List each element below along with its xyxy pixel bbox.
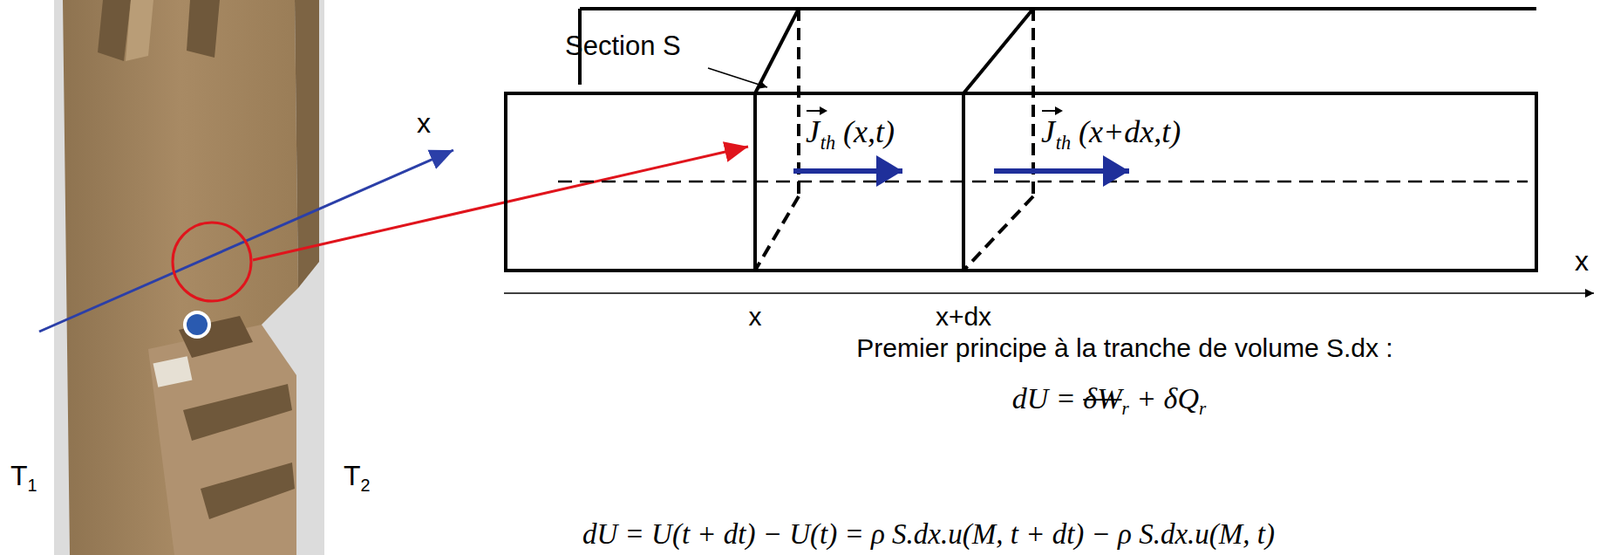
pipe-ring <box>183 310 212 339</box>
photo-background <box>54 0 325 555</box>
axis-arrow <box>503 292 1594 294</box>
zoom-circle <box>172 222 252 301</box>
subscript: 1 <box>27 476 38 496</box>
subscript: r <box>1121 398 1129 419</box>
section-line <box>963 196 1034 271</box>
block-face <box>62 0 299 555</box>
section-line <box>755 196 799 271</box>
text-group: Jth(x,t) <box>805 109 895 150</box>
temperature-label: T <box>343 460 361 491</box>
groove <box>97 0 131 62</box>
flux-symbol: J <box>1041 109 1056 150</box>
axis-label: x <box>416 108 431 139</box>
slab-front <box>505 93 1537 271</box>
position-label: x <box>748 301 763 331</box>
tag <box>153 355 193 388</box>
subscript: 2 <box>360 476 371 496</box>
equation-part: dU = <box>1012 381 1076 415</box>
flux-arrow <box>793 168 903 174</box>
text-group: x <box>416 108 431 139</box>
subscript: th <box>820 132 836 155</box>
flux-symbol: J <box>805 109 820 150</box>
zoom-arrow <box>252 146 749 260</box>
temperature-label: T <box>10 460 28 491</box>
section-label: Section S <box>565 31 681 62</box>
groove <box>200 462 295 519</box>
flux-argument: (x+dx,t) <box>1078 115 1181 150</box>
text-group: T2 <box>343 460 371 491</box>
text-group: dU =δWr+ δQr <box>1012 381 1206 415</box>
text-group: Jth(x+dx,t) <box>1041 109 1181 150</box>
leader-line <box>708 68 768 88</box>
text-group: x+dx <box>935 301 992 331</box>
subscript: r <box>1198 398 1206 419</box>
axis-label: x <box>1574 245 1589 277</box>
section-line <box>796 8 801 197</box>
equation: dU = U(t + dt) − U(t) = ρ S.dx.u(M, t + … <box>582 517 1275 550</box>
section-line <box>755 8 799 94</box>
groove <box>125 0 154 62</box>
equation-part: δW <box>1082 381 1122 415</box>
text-group: x <box>1574 245 1589 277</box>
block-photo <box>54 0 325 555</box>
subscript: th <box>1055 132 1071 155</box>
section-line <box>963 8 1034 94</box>
flux-argument: (x,t) <box>843 115 895 150</box>
text-group: x <box>748 301 763 331</box>
text-group: Premier principe à la tranche de volume … <box>856 333 1393 362</box>
center-line <box>558 180 1528 184</box>
axis-arrow <box>39 149 454 332</box>
equation-part: + δQ <box>1136 381 1199 415</box>
groove <box>183 383 293 441</box>
position-label: x+dx <box>935 301 992 331</box>
note-text: Premier principe à la tranche de volume … <box>856 333 1393 362</box>
groove <box>186 0 220 58</box>
slab <box>505 8 1537 271</box>
pipe <box>186 313 208 335</box>
text-group: Section S <box>565 31 681 62</box>
slab-edge <box>579 6 1537 11</box>
block-ledge <box>148 324 297 555</box>
flux-arrow <box>994 168 1130 174</box>
text-group: dU = U(t + dt) − U(t) = ρ S.dx.u(M, t + … <box>582 517 1275 550</box>
section-line <box>1031 8 1035 197</box>
text-group: T1 <box>10 460 38 491</box>
